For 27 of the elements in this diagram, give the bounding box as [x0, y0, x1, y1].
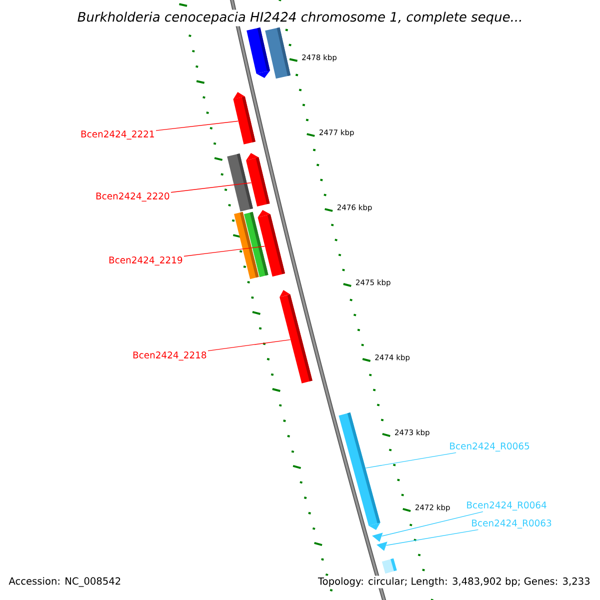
footer-text: Accession: NC_008542	[7, 576, 123, 588]
gene-bar	[258, 210, 286, 277]
leader-line	[208, 339, 291, 352]
leader-line	[156, 120, 238, 131]
gene-triangle	[372, 532, 383, 542]
gene-bar	[265, 27, 291, 79]
leader-line	[386, 529, 479, 546]
gene-label: Bcen2424_R0063	[472, 520, 552, 528]
gene-bar	[338, 412, 380, 530]
gene-bar	[233, 92, 256, 144]
gene-bar	[227, 153, 253, 212]
gene-label: Bcen2424_2218	[133, 352, 206, 360]
gene-bar	[382, 558, 397, 574]
gene-label: Bcen2424_2220	[96, 192, 170, 202]
leader-line	[184, 246, 266, 257]
leader-line	[381, 511, 484, 536]
gene-label: Bcen2424_R0064	[467, 502, 546, 510]
gene-label: Bcen2424_R0065	[450, 442, 530, 452]
leader-line	[365, 452, 456, 468]
gene-triangle	[376, 542, 388, 551]
footer-text: Topology: circular; Length: 3,483,902 bp; Genes: 3,233	[316, 576, 592, 588]
gene-label: Bcen2424_2219	[109, 256, 182, 266]
gene-label: Bcen2424_2221	[81, 130, 154, 140]
leader-line	[170, 182, 252, 193]
gene-bar	[246, 27, 270, 78]
gene-bar	[280, 290, 312, 384]
title: Burkholderia cenocepacia HI2424 chromosome 1, complete seque...	[75, 10, 525, 26]
